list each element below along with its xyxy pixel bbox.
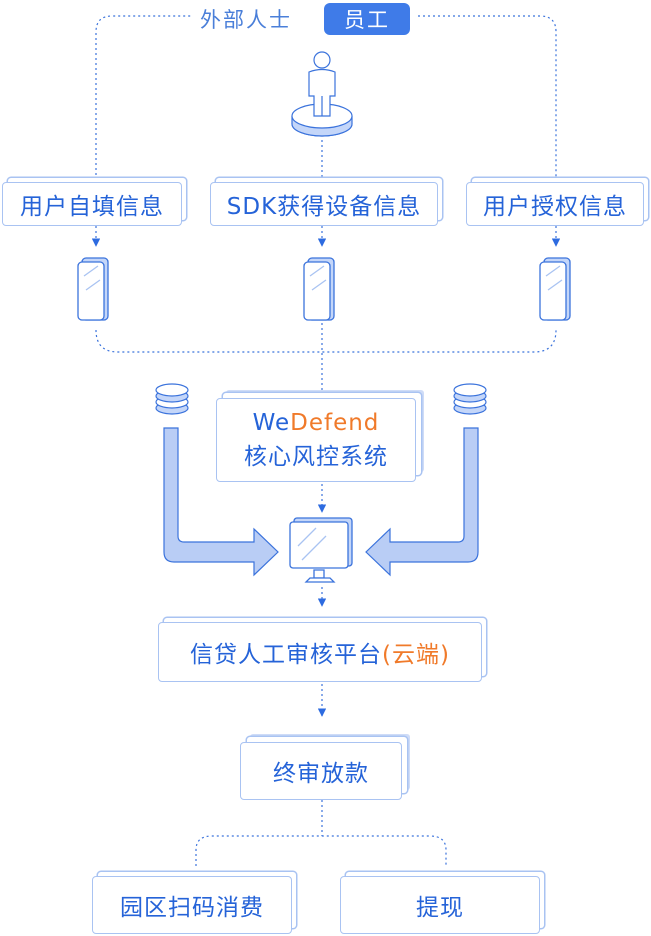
- sdk-device-info-box: SDK获得设备信息: [210, 182, 438, 226]
- final-review-label: 终审放款: [273, 761, 369, 787]
- user-filled-info-label: 用户自填信息: [20, 194, 164, 220]
- user-authorized-info-box: 用户授权信息: [466, 182, 644, 226]
- external-person-label: 外部人士: [200, 8, 292, 32]
- phone-icon: [303, 257, 335, 321]
- manual-review-platform-box: 信贷人工审核平台(云端): [158, 622, 482, 682]
- user-filled-info-box: 用户自填信息: [2, 182, 182, 226]
- risk-control-system-box: WeDefend 核心风控系统: [216, 398, 416, 482]
- sdk-device-info-label: SDK获得设备信息: [226, 194, 422, 220]
- cloud-note: (云端): [382, 642, 450, 668]
- right-flow-arrow: [365, 427, 479, 577]
- withdraw-label: 提现: [416, 895, 464, 921]
- phone-icon: [539, 257, 571, 321]
- wedefend-brand: WeDefend: [253, 406, 380, 440]
- withdraw-box: 提现: [340, 876, 540, 934]
- coin-stack-icon: [155, 383, 189, 415]
- left-flow-arrow: [163, 427, 279, 577]
- coin-stack-icon: [453, 383, 487, 415]
- brand-we: We: [252, 410, 291, 436]
- final-review-loan-box: 终审放款: [240, 742, 402, 800]
- brand-defend: Defend: [290, 410, 380, 436]
- person-on-pedestal-icon: [291, 51, 353, 137]
- phone-icon: [77, 257, 109, 321]
- risk-system-name: 核心风控系统: [244, 444, 388, 470]
- review-platform-name: 信贷人工审核平台: [190, 642, 383, 668]
- monitor-icon: [289, 517, 353, 583]
- employee-tag: 员工: [324, 3, 410, 35]
- park-scan-consumption-box: 园区扫码消费: [92, 876, 292, 934]
- park-scan-label: 园区扫码消费: [120, 895, 264, 921]
- user-authorized-info-label: 用户授权信息: [483, 194, 627, 220]
